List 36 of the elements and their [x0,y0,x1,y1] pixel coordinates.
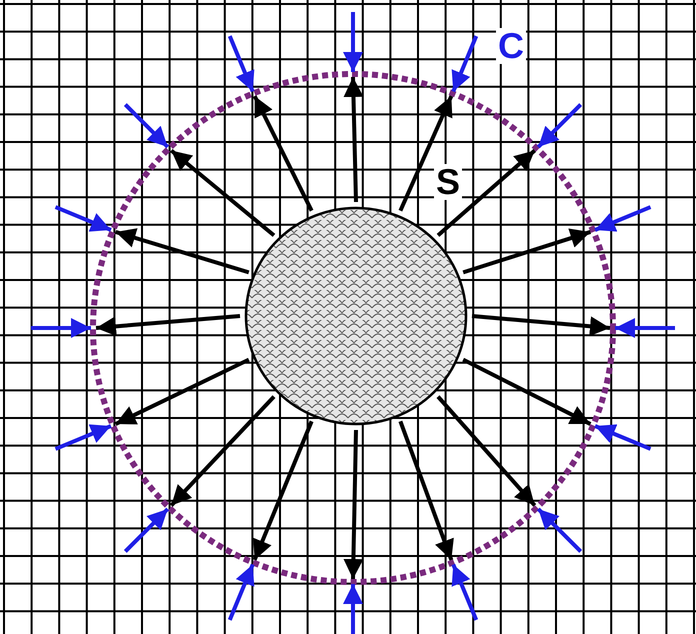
arrow [398,420,454,561]
label: S [434,164,462,200]
arrow [124,508,170,553]
arrow [451,35,478,92]
arrow [114,228,250,274]
arrow [114,358,250,426]
arrow [96,314,240,336]
arrow [343,584,363,634]
arrow [54,205,112,232]
arrow [451,564,478,621]
hatched-sphere [244,206,468,426]
arrow [228,564,255,621]
arrow [462,228,592,274]
arrow [436,395,536,507]
arrow [594,205,652,232]
arrow [343,76,364,202]
dotted-circle [90,71,616,585]
arrow [252,420,314,561]
arrow [31,318,91,338]
arrow [228,35,255,92]
arrow [594,424,652,451]
arrow [436,149,536,237]
arrow [536,508,582,553]
arrow [343,12,363,72]
label: C [496,28,526,64]
arrow [398,95,454,212]
arrow [536,103,582,148]
arrow [124,103,170,148]
arrow [472,314,610,336]
arrow [170,395,276,507]
arrow [54,424,112,451]
arrow [343,430,364,580]
arrow [462,358,592,426]
arrow [252,95,314,212]
arrow [615,318,675,338]
arrow [170,148,276,237]
